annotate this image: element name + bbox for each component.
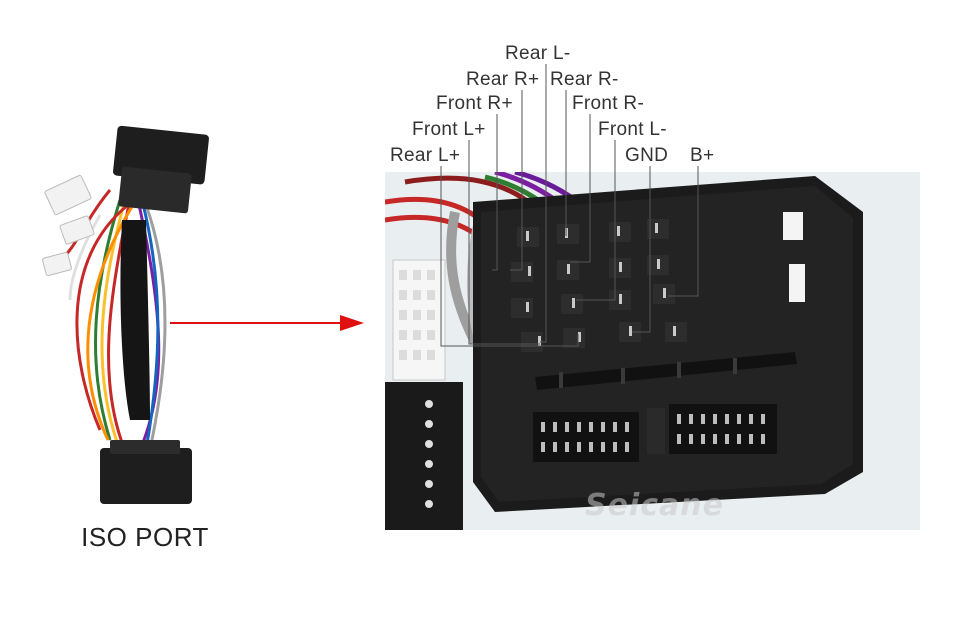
pin-label-front-r-plus: Front R+	[436, 93, 513, 114]
pin-label-front-r-minus: Front R-	[572, 93, 645, 114]
pin-label-rear-l-minus: Rear L-	[505, 43, 571, 64]
pin-label-rear-r-minus: Rear R-	[550, 69, 619, 90]
iso-connector-icon	[385, 172, 920, 530]
wire-harness-icon	[42, 125, 209, 504]
iso-port-caption: ISO PORT	[81, 522, 209, 552]
arrow-right-icon	[170, 315, 364, 331]
pin-label-rear-r-plus: Rear R+	[466, 69, 540, 90]
pin-label-rear-l-plus: Rear L+	[390, 145, 461, 166]
pin-label-gnd: GND	[625, 145, 669, 166]
pin-label-b-plus: B+	[690, 145, 715, 166]
pin-label-front-l-minus: Front L-	[598, 119, 667, 140]
pin-label-front-l-plus: Front L+	[412, 119, 486, 140]
watermark-text: Seicane	[585, 488, 724, 523]
